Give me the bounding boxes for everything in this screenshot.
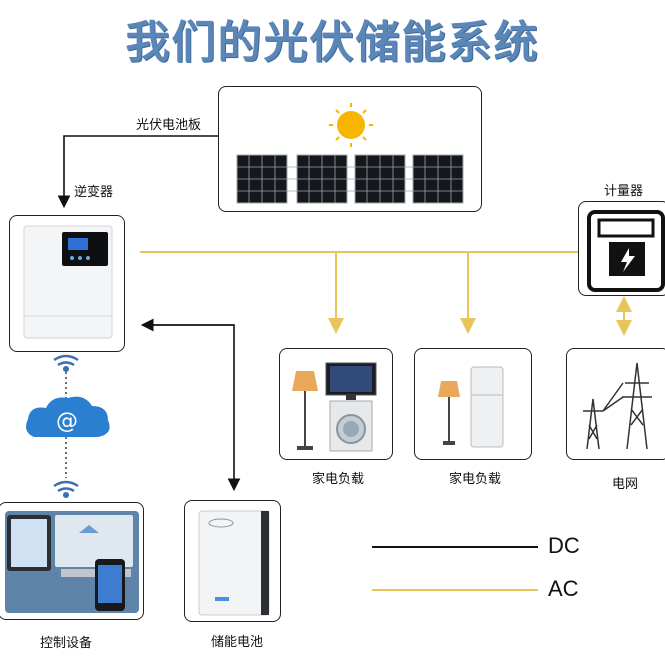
- cloud-icon: [26, 396, 110, 437]
- inverter-box: [9, 215, 125, 352]
- appliances-graphic: [292, 362, 377, 452]
- storage-battery-box: [184, 500, 281, 622]
- meter-icon: [587, 210, 665, 292]
- meter-box: [578, 201, 665, 296]
- cloud-at-symbol: @: [56, 409, 78, 434]
- control-devices-graphic: [5, 511, 139, 613]
- sun-icon: [329, 103, 373, 147]
- solar-panel-box: [218, 86, 482, 212]
- battery-graphic: [198, 510, 270, 616]
- wifi-icon-top: [53, 354, 79, 373]
- storage-battery-label: 储能电池: [211, 635, 264, 650]
- fridge-graphic: [438, 366, 504, 448]
- home-load-label-1: 家电负载: [312, 472, 365, 487]
- legend-dc-text: DC: [548, 533, 580, 558]
- control-device-box: [0, 502, 144, 620]
- dc-line-solar-to-inverter: [57, 135, 218, 209]
- wifi-icon-bottom: [53, 480, 79, 499]
- grid-label: 电网: [612, 477, 639, 492]
- control-device-label: 控制设备: [40, 636, 93, 651]
- inverter-label: 逆变器: [74, 185, 114, 200]
- inverter-graphic: [23, 225, 113, 339]
- meter-label: 计量器: [604, 184, 644, 199]
- home-load-box-1: [279, 348, 393, 460]
- home-load-label-2: 家电负载: [449, 472, 502, 487]
- solar-panel-label: 光伏电池板: [136, 118, 202, 133]
- power-tower-graphic: [583, 362, 652, 450]
- grid-box: [566, 348, 665, 460]
- page-title: 我们的光伏储能系统: [125, 17, 540, 68]
- legend-ac-text: AC: [548, 576, 579, 601]
- home-load-box-2: [414, 348, 532, 460]
- solar-panel-graphic: [236, 103, 464, 204]
